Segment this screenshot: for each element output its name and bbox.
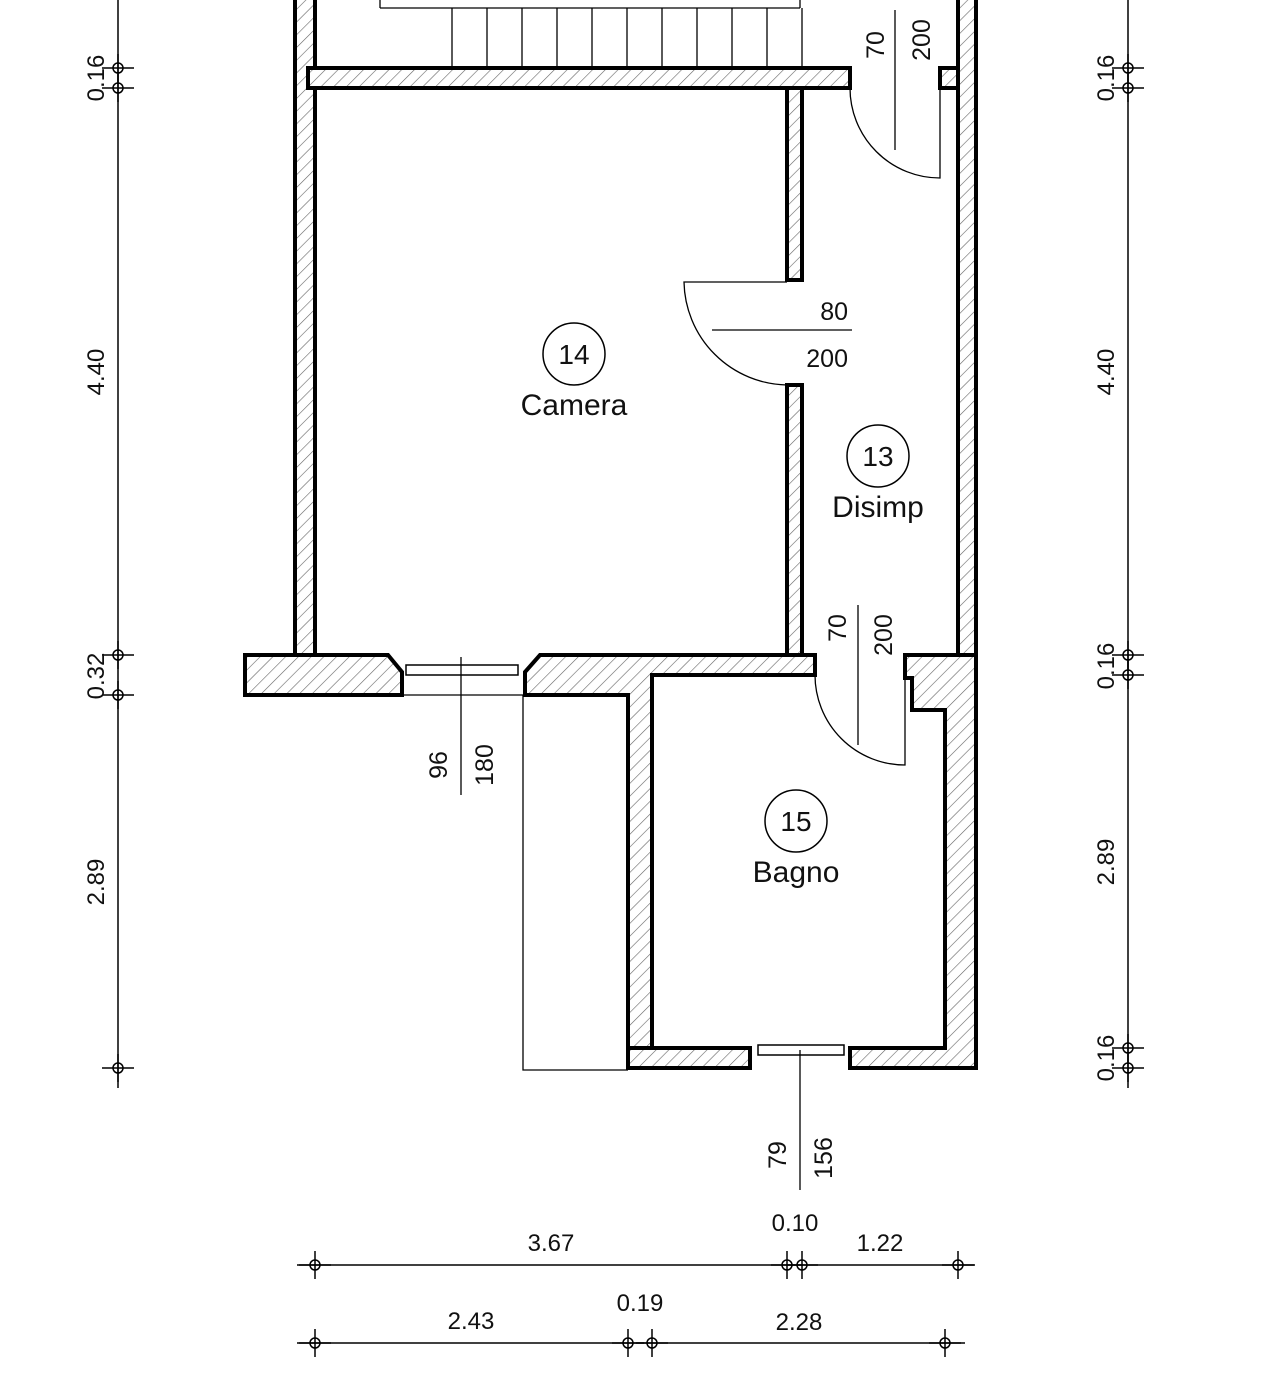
dimension-left: 0.16 4.40 0.32 2.89 [83, 0, 134, 1088]
wall-right [956, 0, 978, 659]
window-label-camera: 96 180 [425, 657, 499, 795]
door-width-label: 70 [862, 31, 890, 59]
dimension-label: 0.16 [83, 55, 110, 102]
dimension-label: 4.40 [1093, 349, 1120, 396]
room-bagno: 15 Bagno [753, 789, 840, 889]
dimension-label: 0.16 [1093, 1035, 1120, 1082]
dimension-label: 1.22 [857, 1230, 904, 1257]
dimension-label: 2.43 [448, 1308, 495, 1335]
window-width-label: 79 [764, 1141, 792, 1169]
dimension-label: 0.16 [1093, 55, 1120, 102]
dimension-label: 4.40 [83, 349, 110, 396]
dimension-label: 0.16 [1093, 643, 1120, 690]
room-name: Bagno [753, 856, 840, 889]
wall-bagno-bottom-left [626, 1046, 752, 1070]
room-name: Disimp [832, 491, 924, 524]
door-height-label: 200 [806, 345, 848, 373]
window-camera [405, 664, 519, 676]
window-width-label: 96 [425, 751, 453, 779]
walls [243, 0, 978, 1070]
door-width-label: 70 [824, 614, 852, 642]
dimension-label: 0.19 [617, 1290, 664, 1317]
dimension-label: 3.67 [528, 1230, 575, 1257]
door-height-label: 200 [870, 614, 898, 656]
dimension-label: 0.10 [772, 1210, 819, 1237]
door-bagno: 70 200 [814, 605, 906, 766]
room-number: 14 [558, 339, 589, 370]
door-width-label: 80 [820, 298, 848, 326]
dimension-label: 2.89 [83, 859, 110, 906]
wall-camera-bottom-left [243, 653, 404, 697]
staircase [379, 0, 803, 68]
room-name: Camera [521, 389, 628, 422]
door-disimp-top: 70 200 [849, 10, 941, 179]
wall-bagno-right [848, 653, 978, 1070]
wall-stair-landing [306, 66, 852, 90]
dimension-bottom-row2: 2.43 0.19 2.28 [297, 1290, 965, 1357]
balcony-outline [522, 695, 628, 1071]
window-label-bagno: 79 156 [764, 1050, 838, 1190]
room-disimp: 13 Disimp [832, 424, 924, 524]
room-camera: 14 Camera [521, 322, 628, 422]
window-height-label: 180 [471, 744, 499, 786]
window-bagno [757, 1044, 845, 1056]
dimension-label: 2.28 [776, 1309, 823, 1336]
door-height-label: 200 [908, 19, 936, 61]
dimension-bottom-row1: 3.67 0.10 1.22 [297, 1210, 975, 1279]
room-number: 13 [862, 441, 893, 472]
dimension-label: 0.32 [83, 653, 110, 700]
room-number: 15 [780, 806, 811, 837]
wall-partition-upper [785, 86, 804, 282]
dimension-label: 2.89 [1093, 839, 1120, 886]
wall-left [293, 0, 317, 659]
dimension-right: 0.16 4.40 0.16 2.89 0.16 [1093, 0, 1144, 1088]
wall-partition-lower [785, 383, 804, 657]
window-height-label: 156 [810, 1137, 838, 1179]
door-camera: 80 200 [683, 281, 852, 386]
